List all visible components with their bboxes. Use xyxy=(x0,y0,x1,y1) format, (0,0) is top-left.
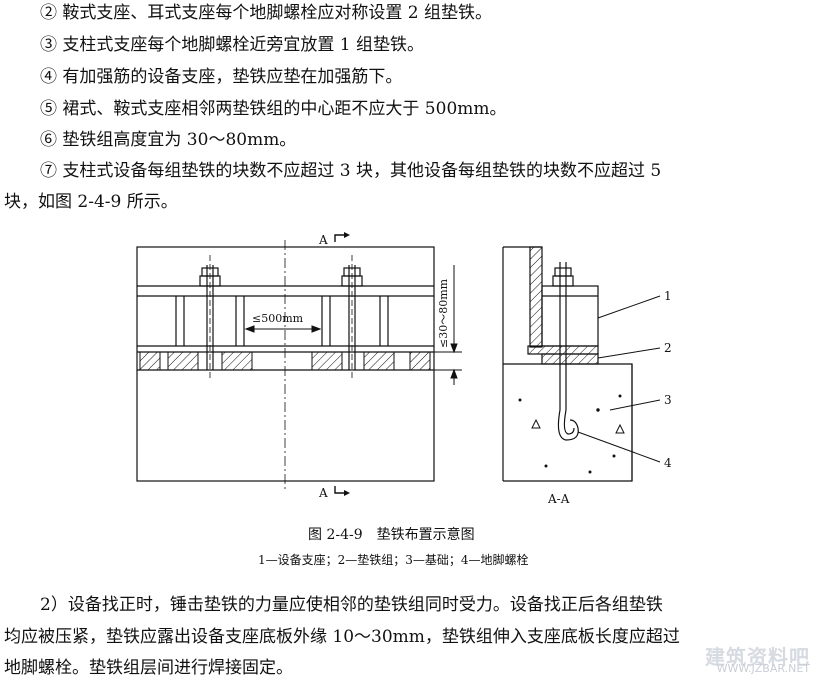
front-view xyxy=(136,240,435,490)
paragraph-line-2: 均应被压紧，垫铁应露出设备支座底板外缘 10～30mm，垫铁组伸入支座底板长度应… xyxy=(4,627,680,647)
list-item-2: ② 鞍式支座、耳式支座每个地脚螺栓应对称设置 2 组垫铁。 xyxy=(40,3,493,23)
watermark-url: WWW.JZBAR.NET xyxy=(716,662,810,675)
section-view xyxy=(502,246,633,482)
list-item-7: ⑦ 支柱式设备每组垫铁的块数不应超过 3 块，其他设备每组垫铁的块数不应超过 5 xyxy=(40,161,662,181)
list-item-4: ④ 有加强筋的设备支座，垫铁应垫在加强筋下。 xyxy=(40,67,403,87)
paragraph-line-1: 2）设备找正时，锤击垫铁的力量应使相邻的垫铁组同时受力。设备找正后各组垫铁 xyxy=(40,595,663,615)
callout-4: 4 xyxy=(664,456,672,470)
paragraph-line-3: 地脚螺栓。垫铁组层间进行焊接固定。 xyxy=(4,658,293,678)
list-item-3: ③ 支柱式支座每个地脚螺栓近旁宜放置 1 组垫铁。 xyxy=(40,35,425,55)
figure-legend: 1—设备支座；2—垫铁组；3—基础；4—地脚螺栓 xyxy=(258,553,529,567)
list-item-5: ⑤ 裙式、鞍式支座相邻两垫铁组的中心距不应大于 500mm。 xyxy=(40,99,507,119)
callout-2: 2 xyxy=(664,341,672,355)
callout-3: 3 xyxy=(664,393,672,407)
shim-packs-front xyxy=(139,351,431,371)
dim-height-label: ≤30～80mm xyxy=(437,278,450,348)
callout-1: 1 xyxy=(664,289,672,303)
dim-500-label: ≤500mm xyxy=(252,312,304,325)
watermark-logo: 建筑资料吧 WWW.JZBAR.NET xyxy=(705,645,810,675)
section-label: A-A xyxy=(547,492,570,506)
watermark-name: 建筑资料吧 xyxy=(705,645,810,669)
section-mark-bottom: A xyxy=(318,486,328,500)
list-item-7-cont: 块，如图 2-4-9 所示。 xyxy=(4,192,178,212)
section-mark-top: A xyxy=(318,233,328,247)
figure-caption: 图 2-4-9 垫铁布置示意图 xyxy=(308,527,475,543)
list-item-6: ⑥ 垫铁组高度宜为 30～80mm。 xyxy=(40,130,297,150)
